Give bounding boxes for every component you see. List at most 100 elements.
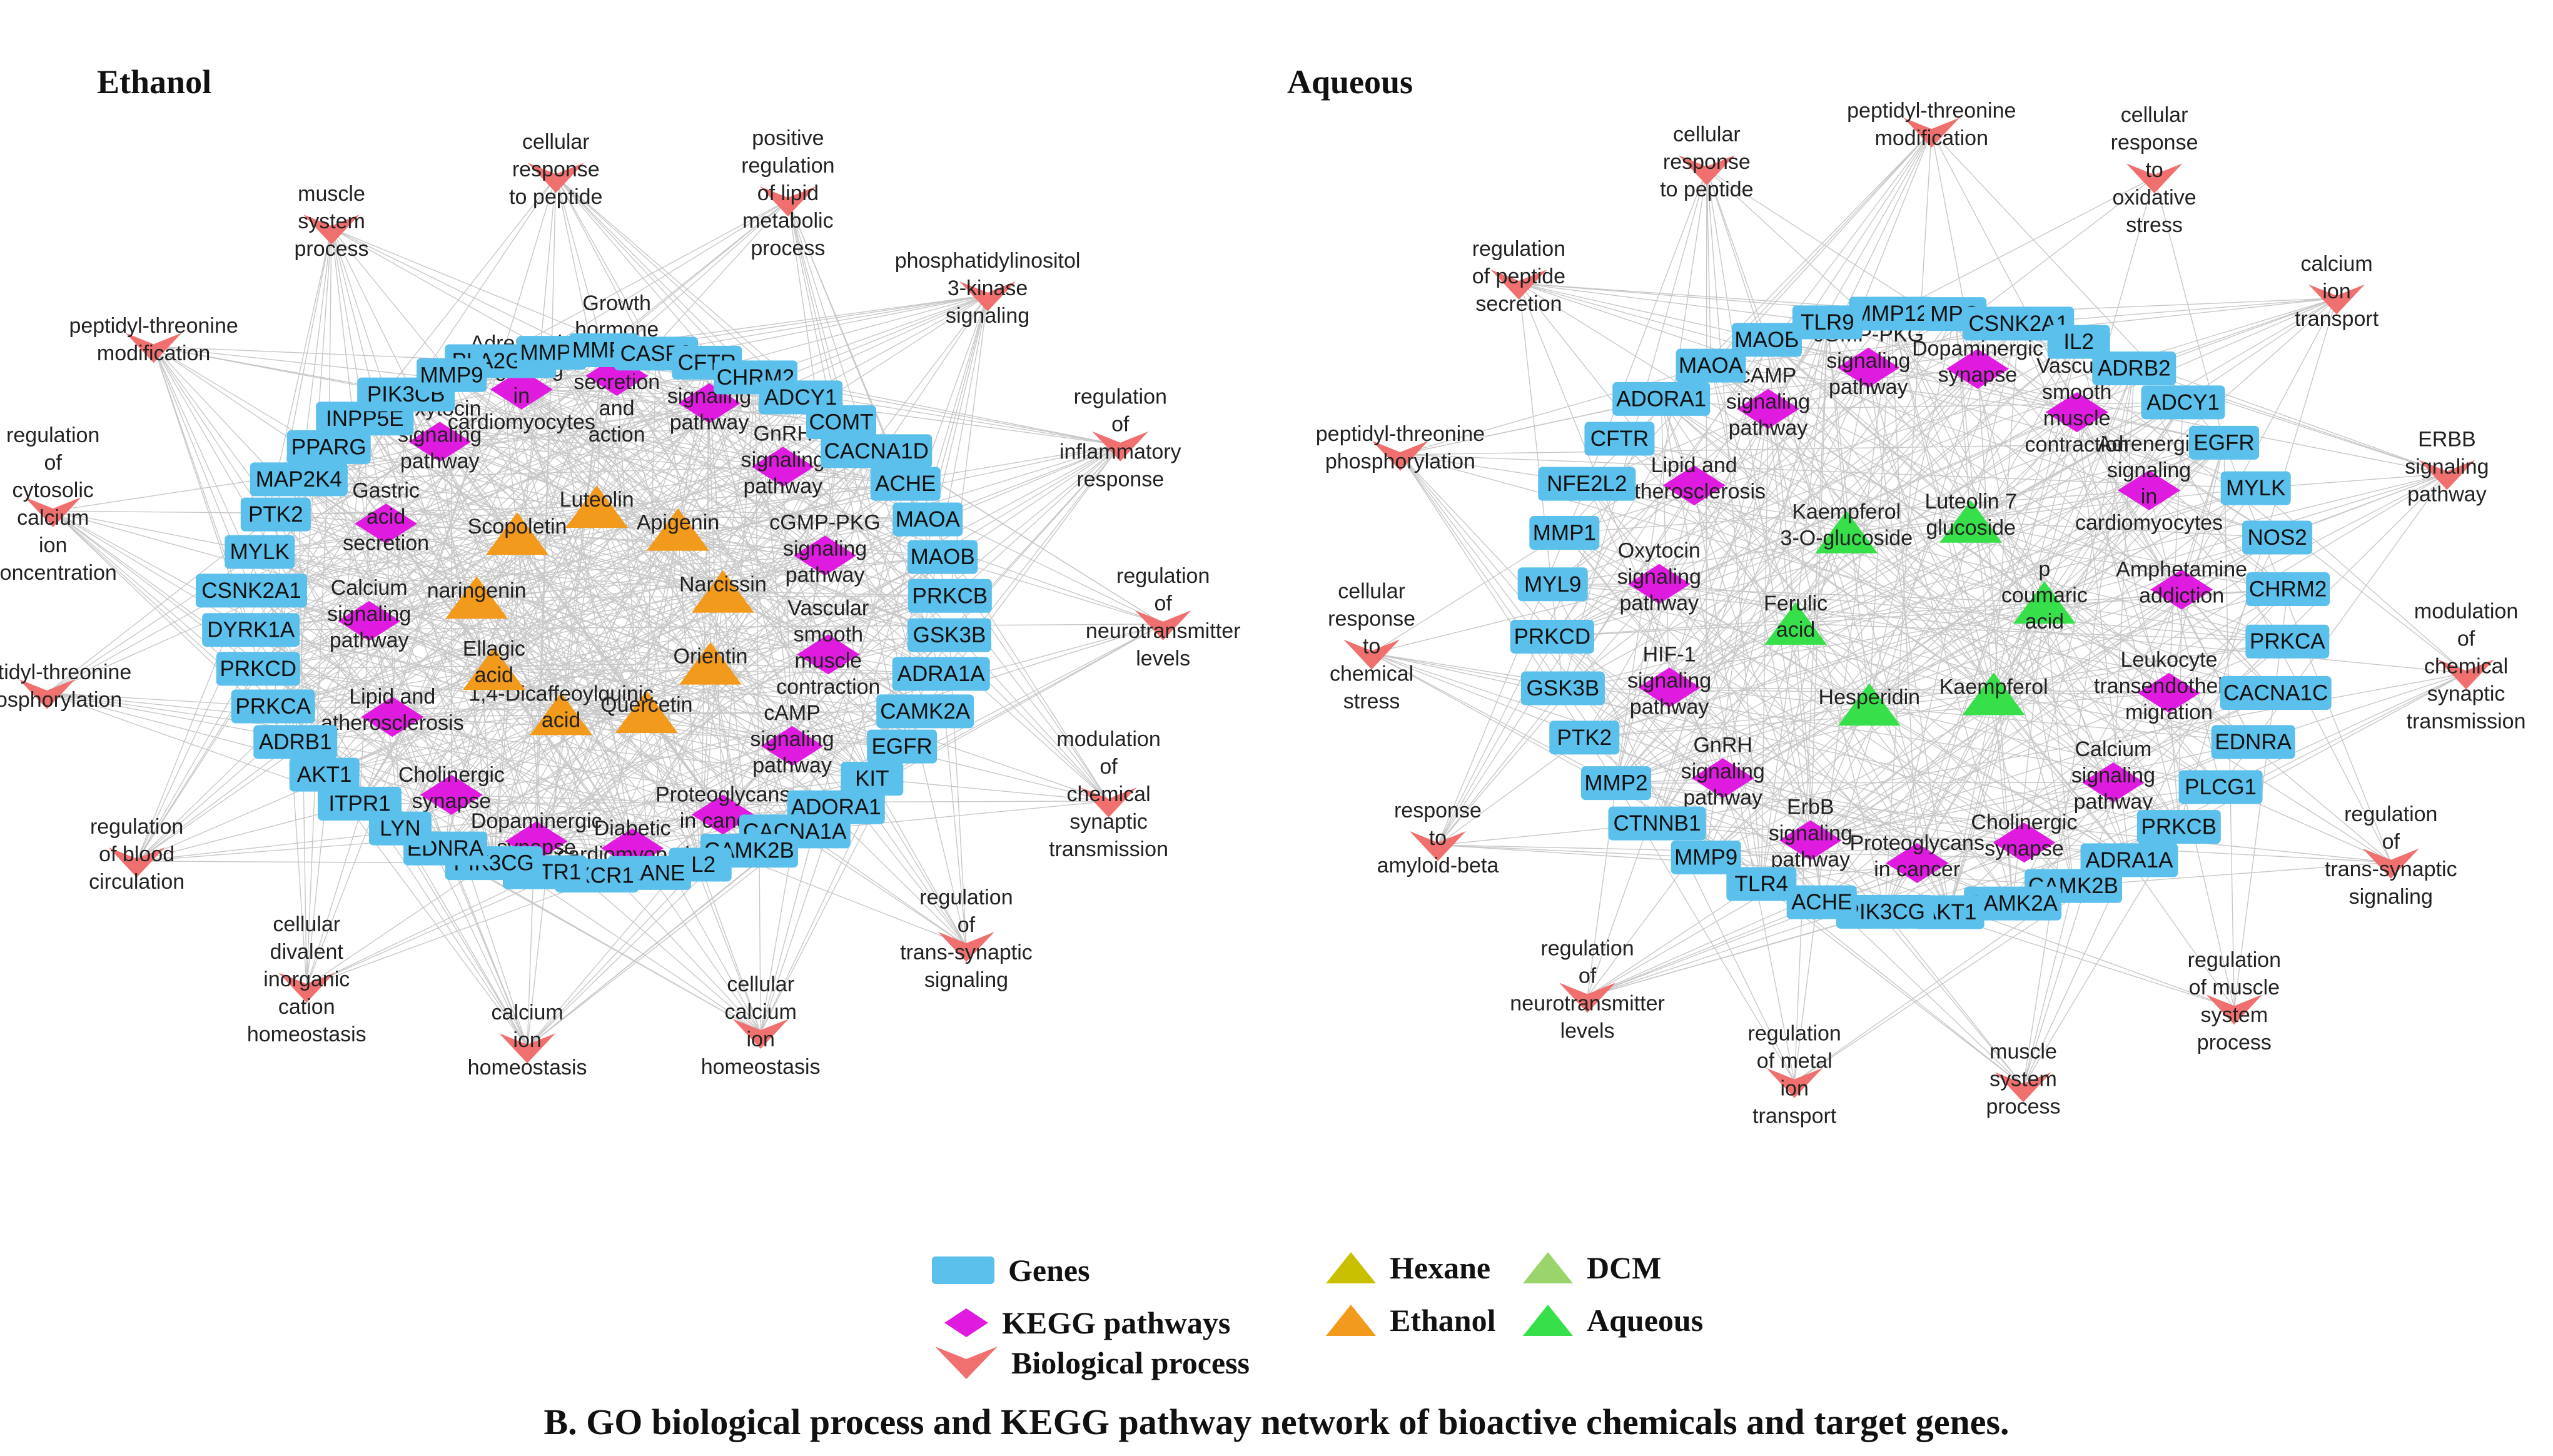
edge-line <box>1437 737 1585 846</box>
edge-line <box>53 397 801 512</box>
compound-triangle-icon <box>530 692 593 736</box>
edge-line <box>392 595 950 717</box>
edge-line <box>2023 368 2135 843</box>
edge-line <box>298 478 633 849</box>
edge-line <box>1562 687 1994 695</box>
edge-line <box>298 295 988 480</box>
gene-node-camk2a: CAMK2A <box>876 694 974 729</box>
edge-line <box>2076 412 2278 538</box>
kegg-diamond-icon <box>1886 842 1949 883</box>
edge-line <box>1706 298 2337 858</box>
gene-node-adora1: ADORA1 <box>1612 382 1711 416</box>
compound-label: Apigenin <box>637 511 719 535</box>
edge-line <box>1869 402 2184 705</box>
gene-box <box>907 540 978 574</box>
gene-node-adrb1: ADRB1 <box>253 725 338 759</box>
edge-line <box>331 228 495 864</box>
kegg-diamond-icon <box>2150 569 2213 610</box>
edge-line <box>251 295 988 592</box>
gene-label: CACNA1D <box>824 439 929 463</box>
edge-line <box>258 375 617 669</box>
gene-box <box>870 467 941 501</box>
kegg-diamond-icon <box>761 725 824 766</box>
edge-line <box>1371 532 1565 654</box>
bio-chevron-icon <box>19 679 76 710</box>
edge-line <box>1552 298 2337 585</box>
gene-box <box>417 358 487 392</box>
gene-label: GSK3B <box>1527 676 1600 700</box>
edge-line <box>324 555 826 776</box>
bio-chevron-icon <box>759 186 816 216</box>
gene-label: ACHE <box>1791 890 1852 914</box>
gene-node-gsk3b: GSK3B <box>1520 671 1605 705</box>
legend: Genes KEGG pathways Biological process H… <box>932 1245 1714 1382</box>
compound-node-narcissin: Narcissin <box>679 570 767 613</box>
gene-label: GSK3B <box>913 623 986 647</box>
edge-line <box>1890 313 2025 843</box>
gene-box <box>867 729 938 764</box>
edge-line <box>331 228 545 872</box>
edge-line <box>521 389 950 636</box>
edge-line <box>1587 341 2080 997</box>
ethanol-triangle-icon <box>1326 1305 1376 1336</box>
edge-line <box>1949 602 2045 913</box>
gene-label: MAOB <box>911 545 975 569</box>
gene-label: ADORA1 <box>1616 387 1706 411</box>
edge-line <box>1661 398 1971 522</box>
edge-line <box>800 295 988 398</box>
gene-label: ADRA1A <box>2085 848 2173 872</box>
bio-chevron-icon <box>935 1347 998 1379</box>
legend-dcm: DCM <box>1523 1250 1661 1286</box>
edge-line <box>1615 490 2150 784</box>
kegg-diamond-icon <box>794 535 857 576</box>
gene-node-mylk: MYLK <box>225 535 295 569</box>
gene-label: AKT1 <box>297 762 352 787</box>
edge-line <box>500 361 761 1033</box>
edge-line <box>1868 367 2013 904</box>
edge-line <box>1767 408 1822 902</box>
edge-line <box>324 389 522 775</box>
gene-node-pik3cg: PIK3CG <box>1836 894 1934 929</box>
gene-label: TLR9 <box>1801 310 1854 335</box>
edge-line <box>251 555 826 592</box>
edge-line <box>1868 367 2225 443</box>
kegg-diamond-icon <box>338 600 401 641</box>
gene-box <box>1529 516 1600 550</box>
compound-label: Scopoletin <box>468 515 567 538</box>
edge-line <box>400 555 826 829</box>
edge-line <box>53 510 701 866</box>
edge-line <box>1615 782 2113 784</box>
gene-label: CFTR <box>1590 427 1649 451</box>
gene-box <box>2178 770 2263 804</box>
edge-line <box>677 528 943 558</box>
gene-node-mmp1: MMP1 <box>1529 516 1600 550</box>
gene-label: PTK2 <box>248 502 303 527</box>
gene-label: KIT <box>855 767 889 791</box>
edge-line <box>400 624 1163 829</box>
edge-line <box>1586 483 1724 779</box>
kegg-diamond-icon <box>1946 348 2009 389</box>
gene-box <box>2242 520 2313 555</box>
